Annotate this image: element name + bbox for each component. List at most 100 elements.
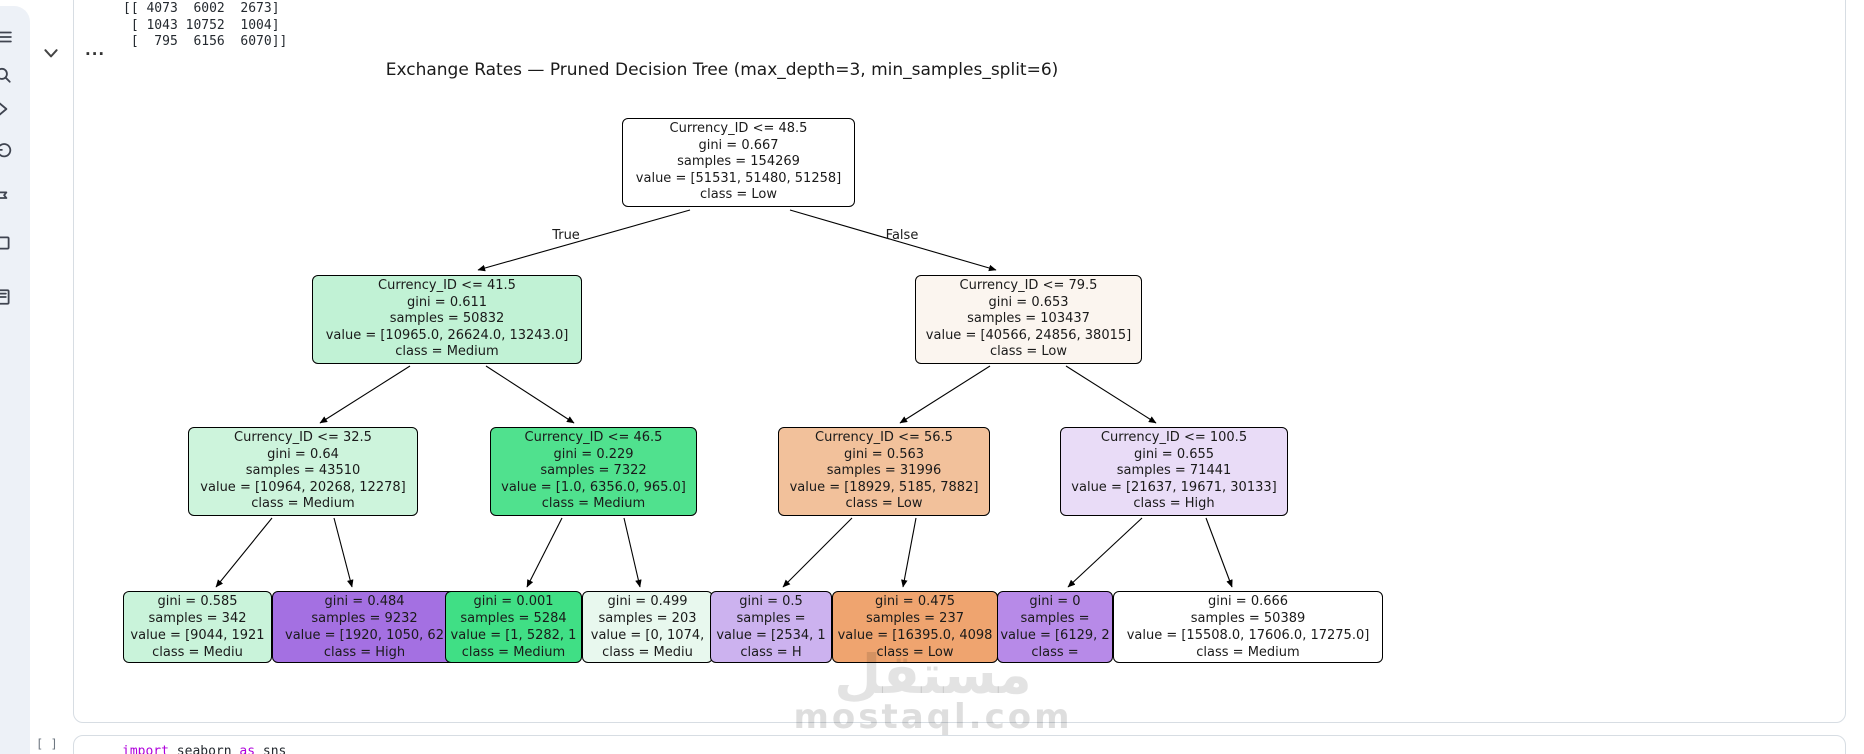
- node-text-line: class = Low: [699, 187, 778, 203]
- square-icon[interactable]: [0, 234, 12, 252]
- branch-label-false: False: [885, 228, 919, 243]
- output-line: [ 1043 10752 1004]: [123, 17, 280, 33]
- node-text-line: class = Mediu: [602, 645, 693, 660]
- node-text-line: gini = 0.475: [874, 594, 956, 609]
- node-text-line: class =: [1031, 645, 1079, 660]
- tree-leaf-7: gini = 0 samples = value = [6129, 2 class =: [997, 591, 1113, 663]
- tree-leaf-6: gini = 0.475 samples = 237 value = [16395.…: [832, 591, 998, 663]
- node-text-line: samples = 50832: [389, 311, 505, 327]
- cell-collapse-chevron-icon[interactable]: [42, 44, 60, 62]
- execution-count-label[interactable]: [ ]: [36, 737, 58, 751]
- node-text-line: value = [10964, 20268, 12278]: [200, 479, 406, 495]
- branch-label-true: True: [552, 228, 580, 243]
- node-text-line: Currency_ID <= 48.5: [669, 121, 808, 136]
- node-text-line: samples = 237: [865, 611, 964, 626]
- node-text-line: value = [0, 1074,: [590, 628, 705, 643]
- node-text-line: value = [1920, 1050, 62: [285, 628, 444, 643]
- node-text-line: gini = 0: [1029, 594, 1081, 609]
- node-text-line: value = [10965.0, 26624.0, 13243.0]: [325, 327, 569, 343]
- chevron-right-icon[interactable]: [0, 100, 12, 118]
- node-text-line: gini = 0.5: [739, 594, 803, 609]
- node-text-line: samples =: [1020, 611, 1090, 626]
- node-text-line: value = [21637, 19671, 30133]: [1071, 479, 1277, 495]
- node-text-line: value = [15508.0, 17606.0, 17275.0]: [1126, 628, 1370, 643]
- code-token-seaborn: seaborn: [168, 744, 240, 754]
- node-text-line: value = [40566, 24856, 38015]: [925, 327, 1132, 343]
- node-text-line: class = Medium: [461, 645, 566, 660]
- journal-icon[interactable]: [0, 288, 12, 306]
- node-text-line: value = [51531, 51480, 51258]: [635, 170, 842, 186]
- node-text-line: gini = 0.666: [1207, 594, 1289, 609]
- node-text-line: value = [1.0, 6356.0, 965.0]: [501, 479, 686, 495]
- collapsed-code-indicator[interactable]: ...: [85, 41, 106, 59]
- history-icon[interactable]: [0, 142, 12, 160]
- node-text-line: gini = 0.655: [1133, 446, 1215, 462]
- node-text-line: samples = 31996: [826, 463, 942, 479]
- node-text-line: class = Medium: [251, 496, 355, 512]
- node-text-line: samples = 7322: [540, 463, 647, 479]
- node-text-line: samples = 203: [598, 611, 697, 626]
- node-text-line: gini = 0.484: [324, 594, 405, 609]
- node-text-line: samples = 154269: [677, 154, 800, 170]
- node-text-line: value = [6129, 2: [1000, 628, 1110, 643]
- node-text-line: samples = 5284: [460, 611, 567, 626]
- node-text-line: gini = 0.64: [267, 446, 339, 462]
- node-text-line: value = [2534, 1: [716, 628, 826, 643]
- node-text-line: gini = 0.001: [473, 594, 554, 609]
- node-text-line: class = Low: [845, 496, 923, 512]
- code-token-import: import: [122, 744, 169, 754]
- output-line: [ 795 6156 6070]]: [123, 34, 288, 49]
- node-text-line: gini = 0.499: [607, 594, 688, 609]
- node-text-line: value = [9044, 1921: [130, 628, 265, 643]
- node-text-line: gini = 0.667: [698, 137, 779, 153]
- code-token-as: as: [239, 744, 256, 754]
- app-sidebar: [0, 6, 30, 754]
- node-text-line: Currency_ID <= 79.5: [959, 278, 1098, 293]
- node-text-line: Currency_ID <= 46.5: [524, 430, 663, 445]
- output-line: [[ 4073 6002 2673]: [123, 1, 280, 16]
- node-text-line: class = H: [740, 645, 802, 660]
- node-text-line: gini = 0.229: [553, 446, 634, 462]
- menu-icon[interactable]: [0, 28, 12, 46]
- node-text-line: class = Medium: [1196, 645, 1300, 660]
- node-text-line: class = High: [323, 645, 406, 660]
- search-icon[interactable]: [0, 66, 12, 84]
- node-text-line: samples = 103437: [967, 311, 1090, 327]
- node-text-line: gini = 0.653: [988, 294, 1069, 310]
- node-text-line: class = Medium: [395, 344, 499, 360]
- node-text-line: class = Medium: [541, 496, 646, 512]
- node-text-line: Currency_ID <= 100.5: [1100, 430, 1248, 445]
- tree-leaf-1: gini = 0.585 samples = 342 value = [9044, …: [123, 591, 272, 663]
- node-text-line: Currency_ID <= 41.5: [378, 278, 516, 293]
- code-token-sns: sns: [255, 744, 287, 754]
- node-text-line: gini = 0.585: [157, 594, 238, 609]
- node-text-line: samples = 43510: [245, 463, 361, 479]
- node-text-line: samples = 342: [148, 611, 247, 626]
- node-text-line: samples = 9232: [311, 611, 418, 626]
- node-text-line: value = [1, 5282, 1: [450, 628, 577, 643]
- code-line[interactable]: import seaborn as sns: [122, 744, 286, 754]
- tree-leaf-2: gini = 0.484 samples = 9232 value = [1920,…: [272, 591, 457, 663]
- flag-icon[interactable]: [0, 189, 12, 207]
- node-text-line: samples = 71441: [1116, 463, 1232, 479]
- node-text-line: class = Low: [876, 645, 954, 660]
- node-text-line: value = [18929, 5185, 7882]: [789, 479, 979, 495]
- node-text-line: class = Low: [989, 344, 1068, 360]
- node-text-line: class = High: [1133, 496, 1215, 512]
- node-text-line: value = [16395.0, 4098: [837, 628, 993, 643]
- node-text-line: samples =: [736, 611, 806, 626]
- node-text-line: samples = 50389: [1190, 611, 1306, 626]
- node-text-line: gini = 0.563: [843, 446, 925, 462]
- node-text-line: Currency_ID <= 56.5: [815, 430, 953, 445]
- next-code-cell[interactable]: [73, 735, 1846, 754]
- node-text-line: Currency_ID <= 32.5: [234, 430, 372, 445]
- figure-title: Exchange Rates — Pruned Decision Tree (m…: [385, 60, 1059, 80]
- node-text-line: class = Mediu: [152, 645, 243, 660]
